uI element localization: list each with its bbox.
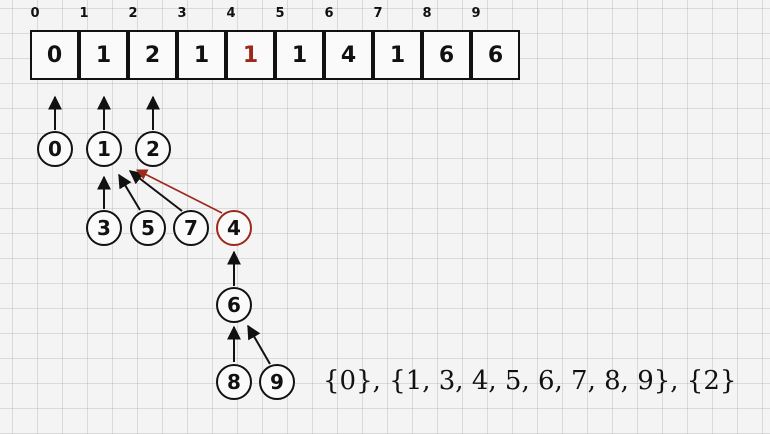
- edge-5-to-1: [118, 173, 141, 211]
- array-cell: 1: [373, 30, 422, 80]
- tree-node: 2: [135, 131, 171, 167]
- disjoint-sets-text: {0}, {1, 3, 4, 5, 6, 7, 8, 9}, {2}: [323, 366, 737, 396]
- edge-4-to-1-highlighted: [136, 169, 223, 214]
- tree-node: 3: [86, 210, 122, 246]
- array-index-label: 2: [128, 6, 138, 21]
- array-index-label: 3: [177, 6, 187, 21]
- array-cell: 4: [324, 30, 373, 80]
- tree-node: 8: [216, 364, 252, 400]
- array-cell: 2: [128, 30, 177, 80]
- array-cell: 1: [177, 30, 226, 80]
- array-cell: 1: [79, 30, 128, 80]
- array-index-label: 5: [275, 6, 285, 21]
- edge-9-to-6: [247, 324, 271, 365]
- tree-node: 5: [130, 210, 166, 246]
- array-index-label: 4: [226, 6, 236, 21]
- array-cell: 0: [30, 30, 79, 80]
- tree-node: 0: [37, 131, 73, 167]
- array-cell: 6: [422, 30, 471, 80]
- array-index-label: 0: [30, 6, 40, 21]
- tree-node: 9: [259, 364, 295, 400]
- tree-node: 1: [86, 131, 122, 167]
- tree-node: 7: [173, 210, 209, 246]
- tree-node-highlighted: 4: [216, 210, 252, 246]
- array-cell: 1: [275, 30, 324, 80]
- array-cell-highlighted: 1: [226, 30, 275, 80]
- array-index-label: 9: [471, 6, 481, 21]
- array-index-label: 6: [324, 6, 334, 21]
- array-index-label: 8: [422, 6, 432, 21]
- array-index-label: 1: [79, 6, 89, 21]
- array-cell: 6: [471, 30, 520, 80]
- tree-node: 6: [216, 287, 252, 323]
- array-index-label: 7: [373, 6, 383, 21]
